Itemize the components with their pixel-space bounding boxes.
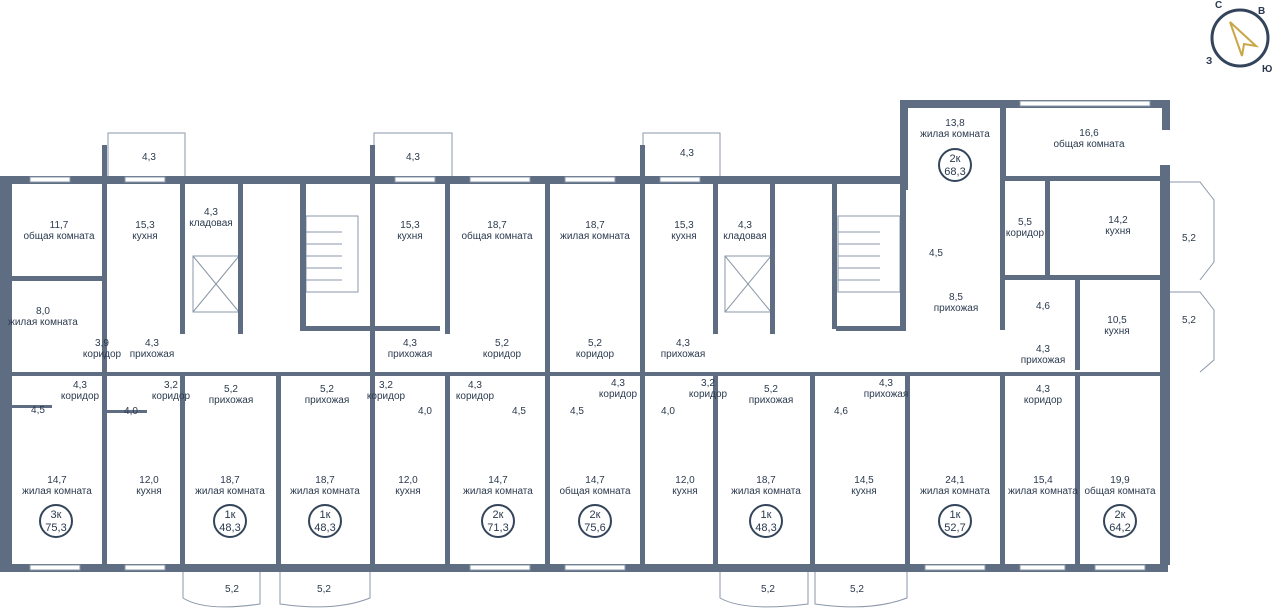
room-label: 4,6 [834,406,848,417]
compass-east: В [1258,6,1266,17]
walls [0,100,1170,572]
room-label: 4,3 [142,152,156,163]
room-label: 4,0 [124,406,138,417]
room-label: 5,2 [1182,315,1196,326]
room-label: 4,5 [929,248,943,259]
room-label: 4,3 [406,152,420,163]
compass-south: Ю [1262,64,1273,75]
balcony-bottom-2 [279,570,371,608]
room-label: 4,0 [661,406,675,417]
room-label: 4,5 [31,405,45,416]
compass-west: З [1206,56,1213,67]
balcony-bottom-1 [182,570,261,608]
room-label: 4,0 [418,406,432,417]
room-label: 5,2 [317,584,331,595]
room-label: 4,6 [1036,301,1050,312]
room-label: 5,2 [225,584,239,595]
room-label: 5,2 [1182,233,1196,244]
bay-right-2 [1168,291,1215,373]
room-label: 5,2 [761,584,775,595]
room-label: 4,5 [512,406,526,417]
room-label: 4,3 [680,148,694,159]
stairs-2 [837,215,901,293]
balcony-bottom-3 [719,570,809,608]
compass-icon [1210,8,1270,68]
room-label: 5,2 [850,584,864,595]
room-label: 4,5 [570,406,584,417]
stairs-1 [305,215,359,293]
balcony-top-1 [107,132,186,178]
compass-north: С [1215,0,1223,11]
bay-right-1 [1168,181,1215,281]
balcony-bottom-4 [814,570,908,608]
